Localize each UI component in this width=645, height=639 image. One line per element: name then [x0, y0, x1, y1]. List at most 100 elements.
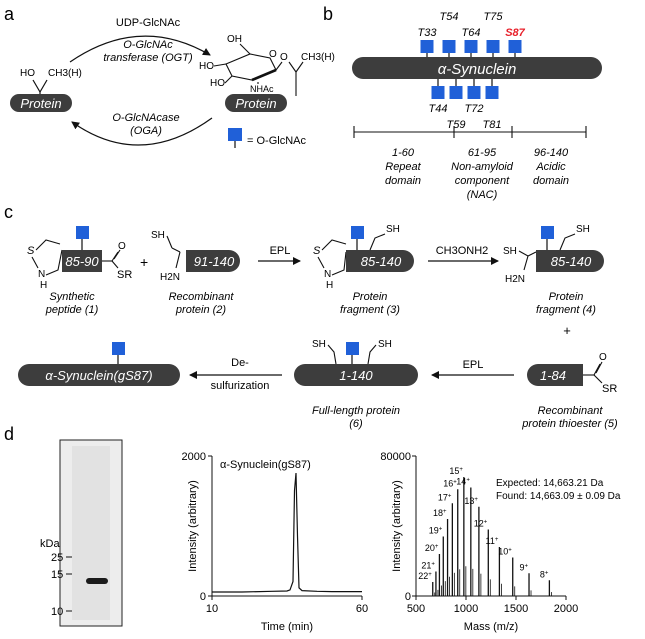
site-label-bottom: T44 [429, 103, 448, 115]
full-length-6: SH SH 1-140 Full-length protein (6) [294, 339, 418, 430]
glcnac-square-icon [508, 40, 522, 53]
ms-charge-label: 17+ [438, 492, 452, 502]
oga-arrow [71, 117, 213, 146]
full-length-box [294, 364, 418, 386]
epl-label-1: EPL [270, 245, 291, 257]
protein-left-box [10, 94, 72, 112]
ms-charge-label: 11+ [486, 536, 499, 546]
svg-text:1-84: 1-84 [540, 368, 566, 383]
thioester-5: 1-84 O SR Recombinant protein thioester … [521, 352, 618, 430]
fragment-3: S N H 85-140 SH Protein fragment (3) [313, 224, 414, 316]
ms-charge-label: 15+ [449, 466, 463, 476]
svg-text:S: S [313, 245, 321, 257]
svg-text:HO: HO [210, 78, 225, 89]
glcnac-square-icon [442, 40, 456, 53]
ogt-label-2: transferase (OGT) [103, 52, 193, 64]
product-box [18, 364, 180, 386]
ms-ytick-top: 80000 [380, 451, 411, 463]
glcnac-square-icon [420, 40, 434, 53]
ms-charge-label: 16+ [443, 478, 457, 488]
ms-charge-label: 20+ [425, 543, 439, 553]
fragment-4-box [536, 250, 604, 272]
ms-charge-label: 9+ [519, 562, 528, 572]
hplc-trace [212, 472, 362, 593]
svg-text:SH: SH [312, 339, 326, 350]
svg-text:H: H [326, 280, 333, 291]
site-label-top: T33 [418, 27, 438, 39]
svg-text:SH: SH [386, 224, 400, 235]
glcnac-square-icon [486, 40, 500, 53]
ms-ytick-bottom: 0 [405, 591, 411, 603]
ms-charge-label: 22+ [418, 571, 432, 581]
svg-text:SR: SR [117, 269, 132, 281]
ms-charge-labels: 22+21+20+19+18+17+16+15+14+13+12+11+10+9… [418, 466, 549, 581]
glcnac-square-icon [228, 128, 242, 141]
ms-charge-label: 21+ [421, 561, 435, 571]
ms-expected: Expected: 14,663.21 Da [496, 478, 604, 489]
fragment-3-box [346, 250, 414, 272]
sds-gel: kDa 25 15 10 [40, 439, 123, 627]
protein-left-label: Protein [20, 96, 61, 111]
oga-label-2: (OGA) [130, 125, 162, 137]
glcnac-square-icon [351, 226, 364, 239]
hplc-chart: 2000 0 10 60 α-Synuclein(gS87) Time (min… [182, 451, 369, 633]
hplc-ytick-bottom: 0 [200, 591, 206, 603]
protein-right-label: Protein [235, 96, 276, 111]
peptide-1: S N H 85-90 O SR Synthetic peptide (1) [27, 226, 132, 316]
gel-band [86, 578, 108, 584]
domain-label: domain [385, 175, 421, 187]
svg-text:protein thioester (5): protein thioester (5) [521, 418, 618, 430]
synuclein-label: α-Synuclein [438, 61, 517, 78]
glcnac-square-icon [485, 86, 499, 99]
domain-label: component [455, 175, 510, 187]
svg-text:SR: SR [602, 383, 617, 395]
svg-text:Synthetic: Synthetic [49, 291, 95, 303]
svg-text:O: O [269, 49, 277, 60]
svg-text:91-140: 91-140 [194, 254, 235, 269]
svg-text:N: N [324, 269, 331, 280]
svg-text:H2N: H2N [160, 272, 180, 283]
product-label: α-Synuclein(gS87) [45, 368, 152, 383]
ms-charge-label: 8+ [540, 569, 549, 579]
side-chain-label: CH3(H) [48, 68, 82, 79]
fragment-4: SH H2N 85-140 SH Protein fragment (4) [503, 224, 604, 316]
svg-text:(6): (6) [349, 418, 363, 430]
svg-text:fragment (4): fragment (4) [536, 304, 596, 316]
domain-label: Non-amyloid [451, 161, 514, 173]
ms-charge-label: 12+ [474, 519, 488, 529]
domain-bracket [353, 126, 587, 138]
domain-label: 61-95 [468, 147, 497, 159]
svg-text:O: O [118, 241, 126, 252]
svg-text:kDa: kDa [40, 538, 60, 550]
svg-text:SH: SH [576, 224, 590, 235]
oga-label-1: O-GlcNAcase [112, 112, 179, 124]
svg-text:protein (2): protein (2) [175, 304, 226, 316]
domain-label: 1-60 [392, 147, 415, 159]
svg-text:Full-length protein: Full-length protein [312, 405, 400, 417]
ms-x-tick-label: 1500 [504, 603, 528, 615]
hplc-xtick-right: 60 [356, 603, 368, 615]
hplc-title: α-Synuclein(gS87) [220, 459, 311, 471]
ms-charge-label: 13+ [464, 496, 478, 506]
svg-text:fragment (3): fragment (3) [340, 304, 400, 316]
svg-text:10: 10 [51, 606, 63, 618]
ho-label: HO [20, 68, 35, 79]
svg-text:SH: SH [151, 230, 165, 241]
svg-text:Recombinant: Recombinant [538, 405, 604, 417]
glcnac-square-icon [431, 86, 445, 99]
domain-label: (NAC) [467, 189, 498, 201]
reagent-label: CH3ONH2 [436, 245, 489, 257]
svg-text:Protein: Protein [549, 291, 584, 303]
svg-text:15: 15 [51, 569, 63, 581]
ms-x-tick-label: 1000 [454, 603, 478, 615]
svg-text:NHAc: NHAc [250, 84, 274, 94]
site-label-top: T75 [484, 11, 504, 23]
glcnac-square-icon [76, 226, 89, 239]
plus-sign-2: + [563, 323, 571, 338]
panel-label-c: c [4, 202, 13, 222]
site-label-top: T64 [462, 27, 481, 39]
desulf-label-1: De- [231, 357, 249, 369]
